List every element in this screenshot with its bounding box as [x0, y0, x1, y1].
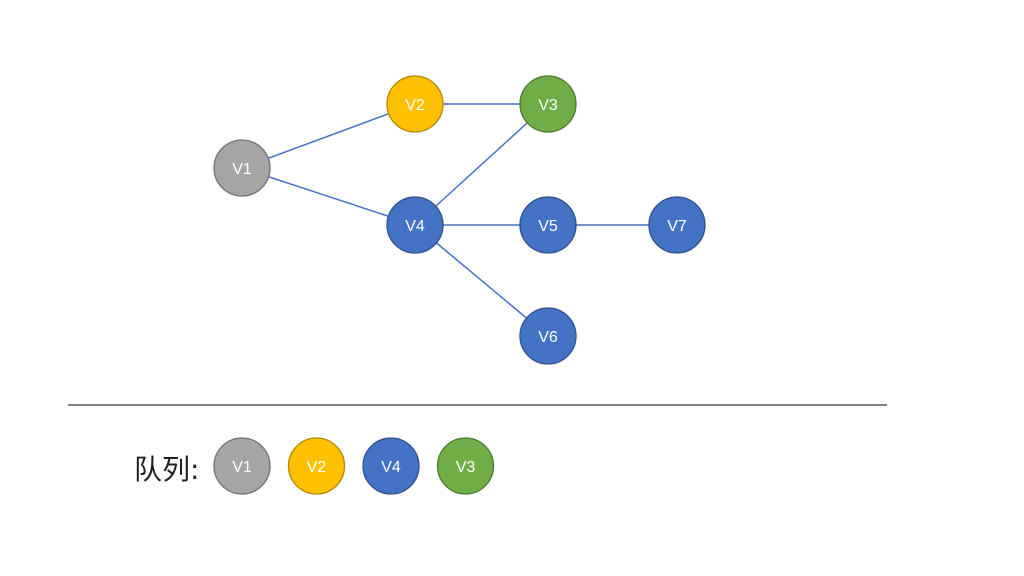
node-v4: [386, 196, 444, 254]
node-v2: [386, 75, 444, 133]
node-v5-label: V5: [538, 218, 558, 235]
queue-item-v1-label: V1: [232, 459, 252, 476]
node-v3-label: V3: [538, 97, 558, 114]
queue-item-v2-label: V2: [307, 459, 327, 476]
queue-item-v4-label: V4: [381, 459, 401, 476]
node-v5: [519, 196, 577, 254]
node-v1: [213, 139, 271, 197]
edge-v4-v3: [414, 103, 549, 226]
node-v1-label: V1: [232, 161, 252, 178]
edge-v1-v4: [241, 167, 416, 226]
node-v4-label: V4: [405, 218, 425, 235]
queue-item-v3: [436, 437, 495, 495]
node-v7: [648, 196, 706, 254]
node-v6: [519, 307, 577, 365]
queue-label: 队列:: [134, 453, 200, 486]
queue-item-v1: [213, 437, 271, 495]
queue-item-v3-label: V3: [456, 459, 476, 476]
queue-item-v2: [287, 437, 346, 495]
node-v6-label: V6: [538, 329, 558, 346]
queue-item-v4: [362, 437, 420, 495]
node-v2-label: V2: [405, 97, 425, 114]
node-v7-label: V7: [667, 218, 687, 235]
edge-v4-v6: [414, 224, 549, 337]
node-v3: [519, 75, 577, 133]
edge-v1-v2: [241, 103, 416, 169]
